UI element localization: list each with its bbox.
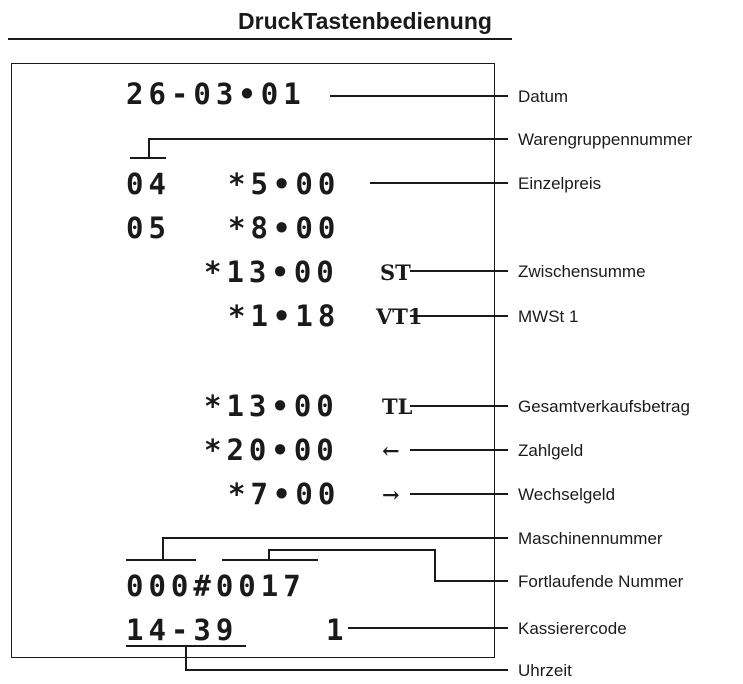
receipt-change-arrow-icon: → <box>382 482 400 507</box>
leader-line-fortlaufend-drop <box>434 549 436 581</box>
leader-line-warengruppennummer <box>148 138 508 140</box>
bracket-uhrzeit-stem <box>185 645 187 670</box>
leader-line-datum <box>330 95 508 97</box>
receipt-tendered-amount: *20•00 <box>204 433 339 467</box>
page-title: DruckTastenbedienung <box>238 8 492 34</box>
bracket-fortlaufend-stem <box>268 549 270 560</box>
label-gesamtverkaufsbetrag: Gesamtverkaufsbetrag <box>518 397 690 416</box>
label-kassierercode: Kassierercode <box>518 619 627 638</box>
receipt-subtotal-symbol: ST <box>380 260 411 285</box>
receipt-dept2-number: 05 <box>126 211 171 245</box>
receipt-machine-consecutive-number: 000#0017 <box>126 569 306 603</box>
receipt-dept1-amount: *5•00 <box>228 167 341 201</box>
label-datum: Datum <box>518 87 569 106</box>
receipt-date: 26-03•01 <box>126 77 306 111</box>
leader-line-mwst1 <box>410 315 508 317</box>
label-zwischensumme: Zwischensumme <box>518 262 646 281</box>
label-maschinennummer: Maschinennummer <box>518 529 663 548</box>
label-warengruppennummer: Warengruppennummer <box>518 130 693 149</box>
label-mwst1: MWSt 1 <box>518 307 579 326</box>
bracket-maschinennummer-stem <box>162 537 164 560</box>
leader-line-gesamtverkaufsbetrag <box>410 405 508 407</box>
title-underline <box>8 38 512 40</box>
receipt-subtotal-amount: *13•00 <box>204 255 339 289</box>
receipt-printout <box>11 63 495 658</box>
label-wechselgeld: Wechselgeld <box>518 485 616 504</box>
leader-line-einzelpreis <box>370 182 508 184</box>
receipt-dept1-number: 04 <box>126 167 171 201</box>
receipt-total-symbol: TL <box>382 394 413 419</box>
receipt-tendered-arrow-icon: ← <box>382 438 400 463</box>
leader-line-maschinennummer <box>162 537 508 539</box>
receipt-change-amount: *7•00 <box>228 477 341 511</box>
receipt-tax-symbol: VT1 <box>376 304 423 329</box>
receipt-cashier-code: 1 <box>326 613 349 647</box>
label-fortlaufende-nummer: Fortlaufende Nummer <box>518 572 684 591</box>
leader-line-zahlgeld <box>410 449 508 451</box>
label-einzelpreis: Einzelpreis <box>518 174 602 193</box>
receipt-dept2-amount: *8•00 <box>228 211 341 245</box>
label-uhrzeit: Uhrzeit <box>518 661 572 680</box>
leader-line-zwischensumme <box>410 270 508 272</box>
receipt-tax-amount: *1•18 <box>228 299 341 333</box>
receipt-total-amount: *13•00 <box>204 389 339 423</box>
receipt-time: 14-39 <box>126 613 239 647</box>
leader-line-kassierercode <box>348 627 508 629</box>
leader-line-wechselgeld <box>410 493 508 495</box>
bracket-fortlaufend-bar <box>222 559 318 561</box>
leader-line-fortlaufende-nummer <box>434 580 508 582</box>
bracket-warengruppe-stem <box>148 138 150 158</box>
leader-line-uhrzeit <box>185 669 508 671</box>
leader-line-fortlaufend-top <box>268 549 435 551</box>
label-zahlgeld: Zahlgeld <box>518 441 584 460</box>
bracket-maschinennummer-bar <box>126 559 196 561</box>
